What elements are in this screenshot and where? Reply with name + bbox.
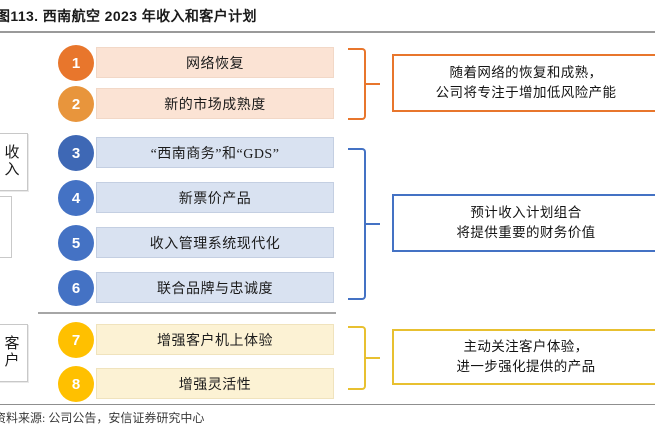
- callout-line-1: 主动关注客户体验，: [463, 338, 589, 354]
- section-label-customer-char1: 客: [4, 335, 20, 352]
- callout-text-box: 主动关注客户体验， 进一步强化提供的产品: [392, 329, 655, 385]
- callout-line-2: 公司将专注于增加低风险产能: [435, 85, 617, 100]
- row-number-badge: 4: [58, 180, 94, 216]
- row-number-badge: 2: [58, 86, 94, 122]
- brace-icon: [348, 326, 366, 390]
- callout-line-2: 进一步强化提供的产品: [456, 359, 596, 374]
- row-label-bar[interactable]: 新票价产品: [96, 182, 334, 213]
- row-number-badge: 7: [58, 322, 94, 358]
- brace-icon: [348, 148, 366, 300]
- callout-line-1: 随着网络的恢复和成熟，: [449, 64, 603, 80]
- section-label-customer: 客 户: [0, 324, 28, 382]
- row-label-bar[interactable]: “西南商务”和“GDS”: [96, 137, 334, 168]
- row-number-badge: 1: [58, 45, 94, 81]
- callout-line-2: 将提供重要的财务价值: [456, 225, 596, 240]
- row-label-bar[interactable]: 网络恢复: [96, 47, 334, 78]
- brace-icon: [348, 48, 366, 120]
- brace-connector: [366, 357, 380, 359]
- brace-connector: [366, 83, 380, 85]
- row-number-badge: 6: [58, 270, 94, 306]
- row-label-bar[interactable]: 增强客户机上体验: [96, 324, 334, 355]
- row-label-bar[interactable]: 新的市场成熟度: [96, 88, 334, 119]
- row-label-bar[interactable]: 增强灵活性: [96, 368, 334, 399]
- row-number-badge: 5: [58, 225, 94, 261]
- source-divider: [0, 404, 655, 405]
- title-divider: [0, 31, 655, 33]
- section-label-revenue-char2: 入: [4, 162, 20, 178]
- section-label-revenue-char1: 收: [4, 144, 20, 161]
- left-edge-cropped-box: [0, 196, 12, 258]
- callout-line-1: 预计收入计划组合: [470, 204, 582, 220]
- section-label-revenue: 收 入: [0, 133, 28, 191]
- brace-connector: [366, 223, 380, 225]
- callout-text-box: 随着网络的恢复和成熟， 公司将专注于增加低风险产能: [392, 54, 655, 112]
- row-label-bar[interactable]: 收入管理系统现代化: [96, 227, 334, 258]
- row-number-badge: 8: [58, 366, 94, 402]
- row-number-badge: 3: [58, 135, 94, 171]
- section-label-customer-char2: 户: [4, 353, 20, 369]
- row-label-bar[interactable]: 联合品牌与忠诚度: [96, 272, 334, 303]
- source-note: 资料来源: 公司公告，安信证券研究中心: [0, 411, 205, 425]
- callout-text-box: 预计收入计划组合 将提供重要的财务价值: [392, 194, 655, 252]
- page-title: 图113. 西南航空 2023 年收入和客户计划: [0, 8, 257, 24]
- section-divider: [38, 312, 336, 314]
